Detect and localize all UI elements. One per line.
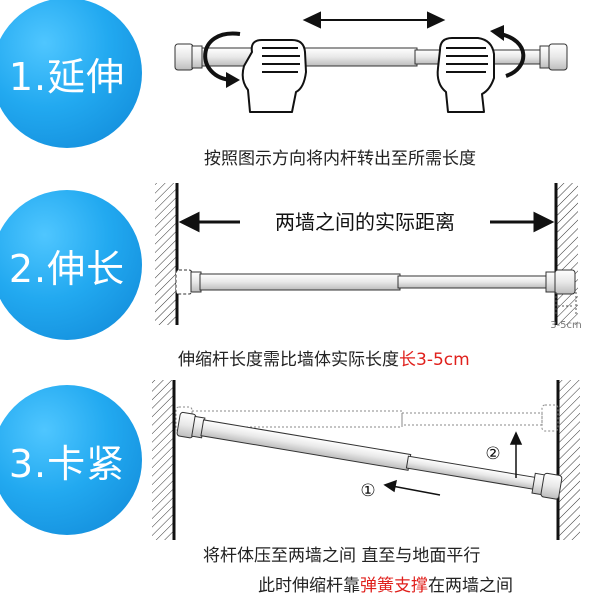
step-2-badge: 2.伸长 bbox=[0, 190, 142, 340]
rotate-arrow-right-icon bbox=[490, 25, 526, 78]
step-2-caption-highlight: 长3-5cm bbox=[399, 350, 470, 370]
lift-arrow-icon bbox=[509, 431, 523, 478]
rod-step1 bbox=[174, 43, 568, 71]
step-3-badge: 3.卡紧 bbox=[0, 385, 142, 535]
step-3-caption-line2-highlight: 弹簧支撑 bbox=[360, 576, 428, 596]
step-3-caption-line2-suffix: 在两墙之间 bbox=[428, 576, 513, 596]
press-arrow-icon bbox=[383, 479, 441, 496]
step-2-caption-text: 伸缩杆长度需比墙体实际长度 bbox=[178, 350, 399, 370]
step-3-caption-line2-prefix: 此时伸缩杆靠 bbox=[258, 576, 360, 596]
right-wall-3 bbox=[558, 380, 580, 540]
rod-step2 bbox=[175, 269, 576, 295]
step-1-badge: 1.延伸 bbox=[0, 0, 142, 148]
left-wall bbox=[155, 183, 177, 325]
distance-arrow-icon bbox=[178, 211, 555, 233]
marker-1: ① bbox=[360, 481, 375, 501]
step-3-label: 3.卡紧 bbox=[8, 441, 126, 486]
step-2-caption: 伸缩杆长度需比墙体实际长度长3-5cm bbox=[178, 345, 470, 370]
step-3-caption-line2: 此时伸缩杆靠弹簧支撑在两墙之间 bbox=[258, 571, 513, 596]
step-1-illustration bbox=[174, 11, 568, 113]
marker-2: ② bbox=[485, 444, 500, 464]
step-3-illustration bbox=[152, 380, 580, 540]
gap-marker bbox=[555, 292, 577, 314]
step-2-illustration bbox=[155, 183, 578, 325]
rod-target-dotted bbox=[175, 404, 559, 432]
step-1-label: 1.延伸 bbox=[8, 54, 126, 99]
rotate-arrow-left-icon bbox=[203, 31, 241, 88]
gap-label: 3-5cm bbox=[550, 320, 582, 331]
step-3-caption-line1-text: 将杆体压至两墙之间 直至与地面平行 bbox=[203, 546, 481, 566]
step-2-label: 2.伸长 bbox=[8, 246, 126, 291]
step-1-caption-text: 按照图示方向将内杆转出至所需长度 bbox=[204, 149, 476, 169]
rod-tilted bbox=[176, 411, 563, 500]
right-hand-icon bbox=[436, 37, 495, 113]
step-1-caption: 按照图示方向将内杆转出至所需长度 bbox=[204, 144, 476, 169]
distance-label: 两墙之间的实际距离 bbox=[275, 210, 455, 234]
left-wall-3 bbox=[152, 380, 174, 540]
right-wall bbox=[556, 183, 578, 325]
left-hand-icon bbox=[241, 39, 307, 113]
step-3-caption-line1: 将杆体压至两墙之间 直至与地面平行 bbox=[203, 541, 480, 566]
extend-arrow-icon bbox=[302, 11, 446, 29]
